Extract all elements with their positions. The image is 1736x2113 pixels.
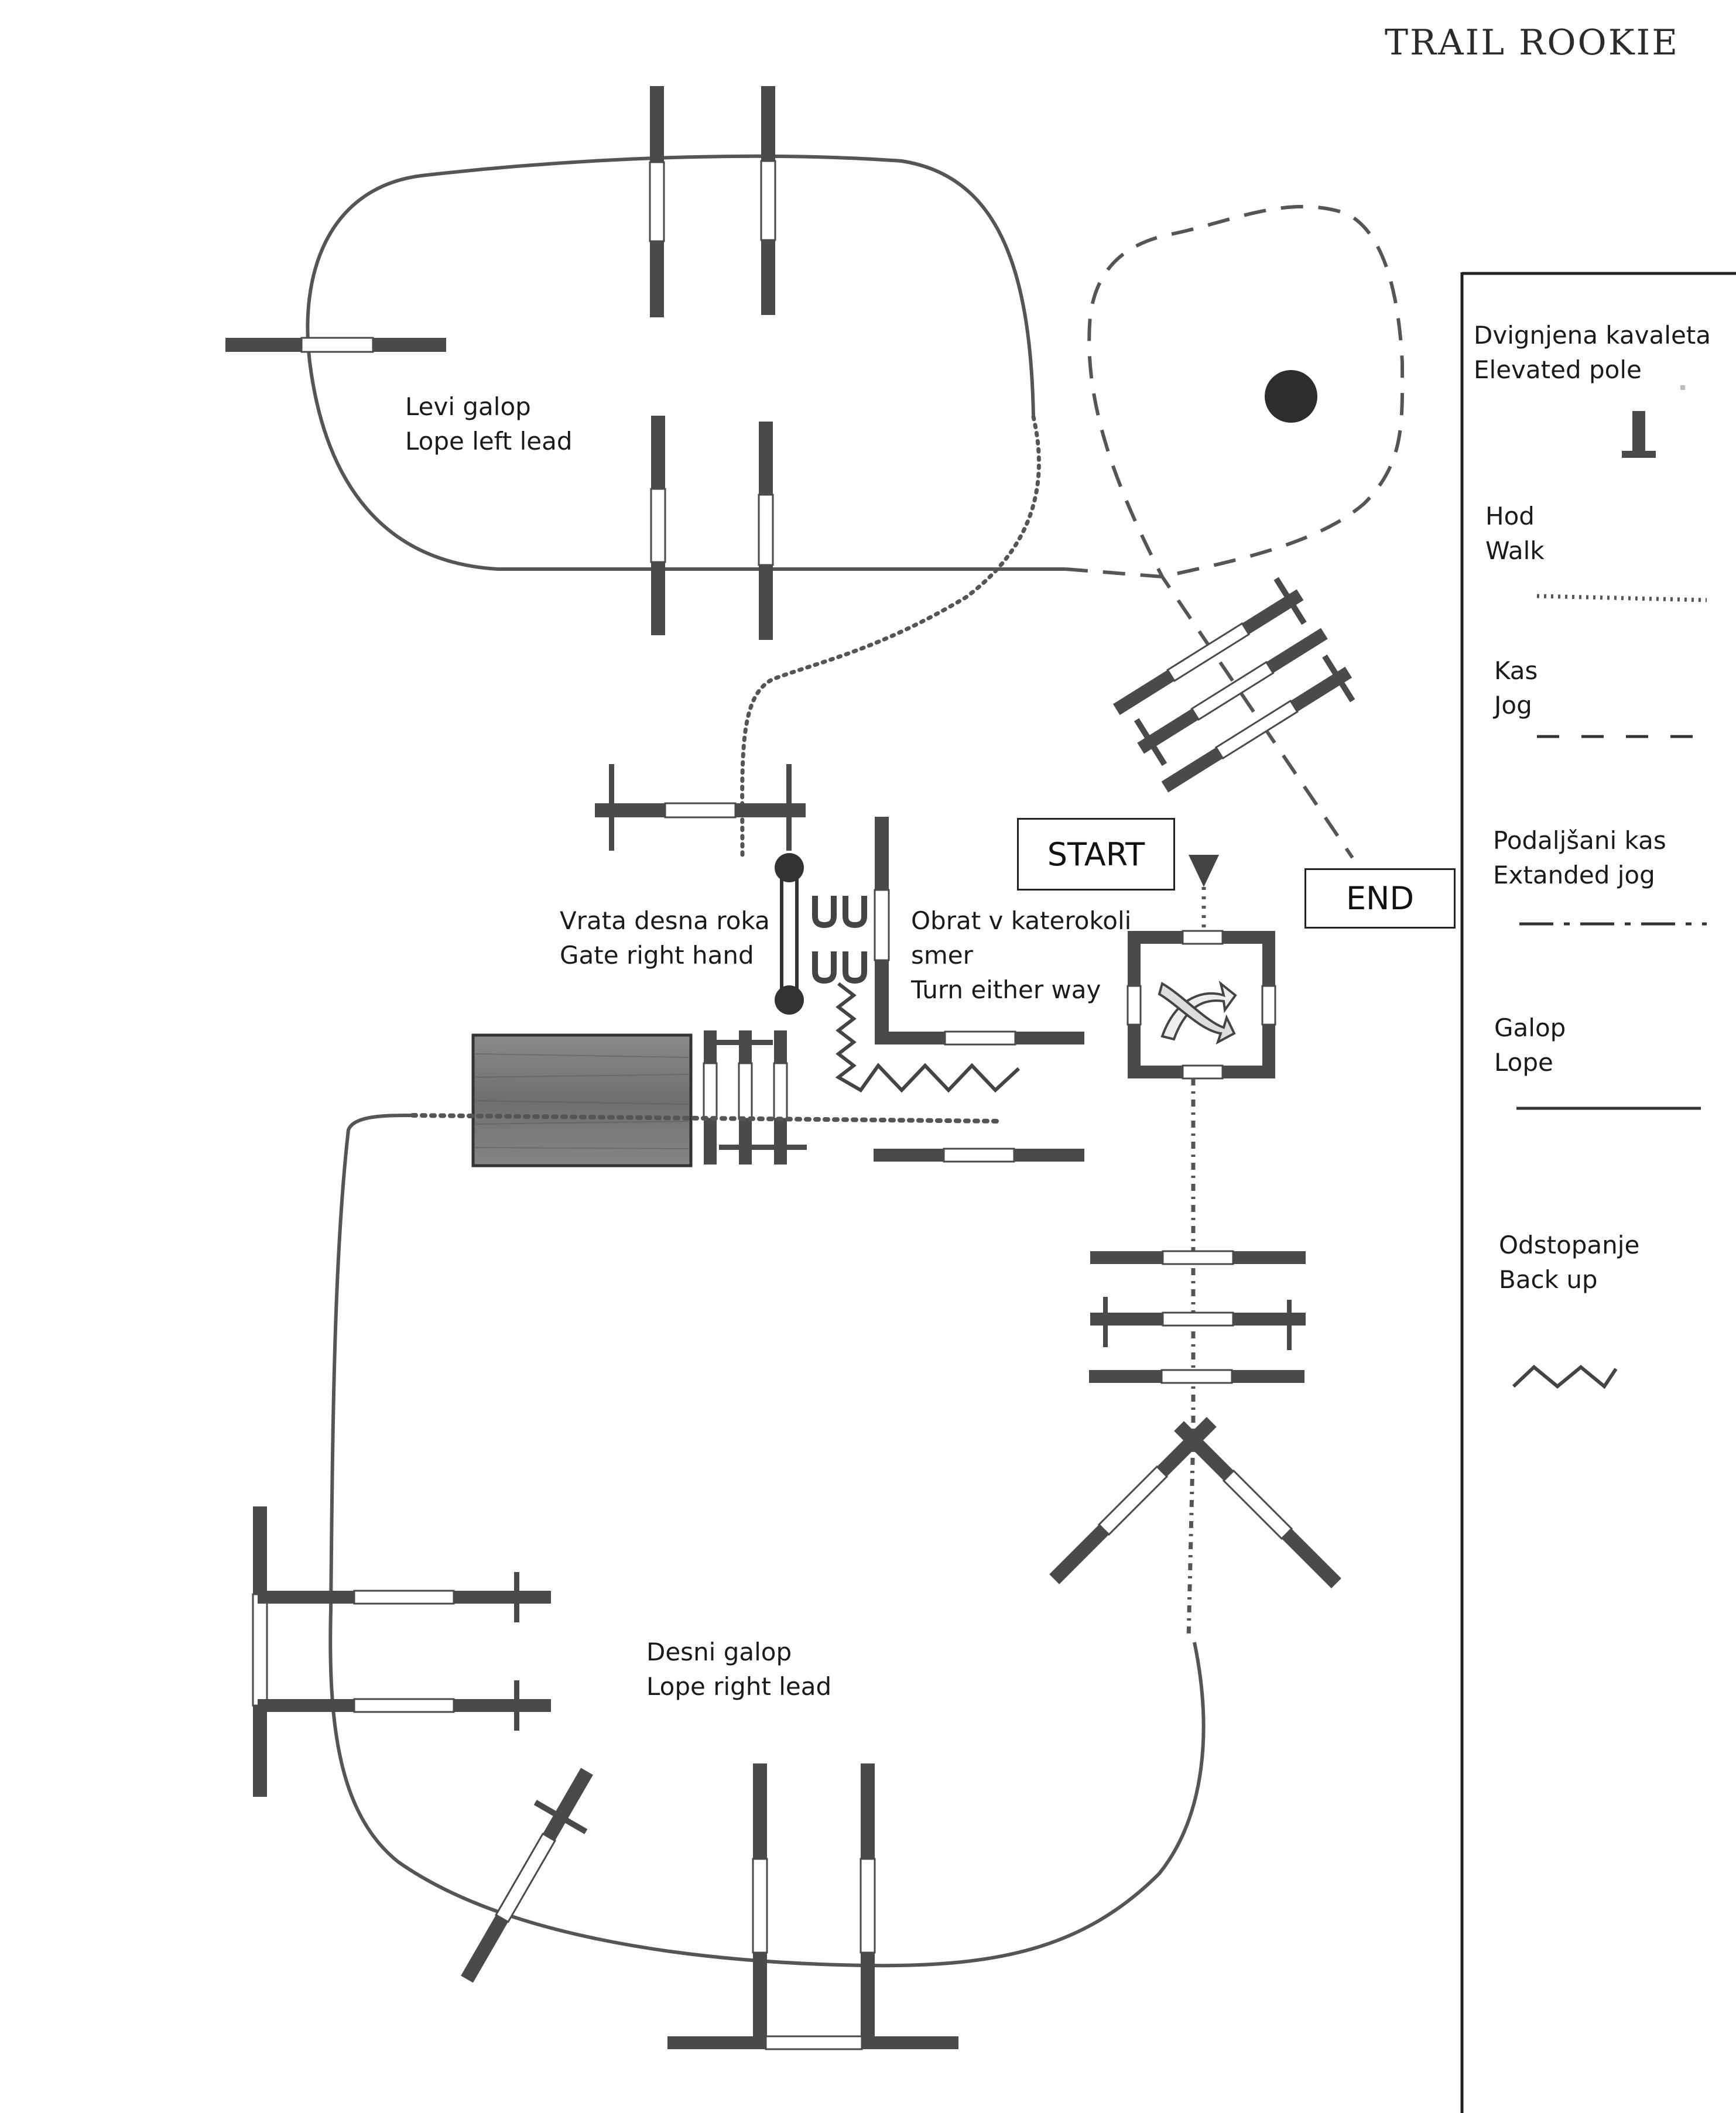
- diagonal-lower-pole: [461, 1768, 593, 1983]
- top-loop-poles: [225, 86, 776, 640]
- extended-jog-line: [1186, 1078, 1196, 1640]
- bridge-grain: [475, 1053, 689, 1149]
- bottom-poles: [667, 1763, 958, 2050]
- legend-extended-jog: Podaljšani kas Extanded jog: [1493, 826, 1666, 889]
- end-marker: END: [1304, 868, 1456, 929]
- lope-right-path: [328, 1114, 1206, 1968]
- diagonal-jog-poles: [1112, 577, 1355, 793]
- walk-path-top: [740, 415, 1041, 857]
- walk-path-bridge: [410, 1113, 1001, 1124]
- turn-l-poles: [874, 817, 1084, 1163]
- jog-path-loop: [1065, 204, 1405, 859]
- legend-jog: Kas Jog: [1494, 656, 1538, 720]
- lope-left-label: Levi galop Lope left lead: [405, 392, 573, 456]
- legend-panel-frame: [1460, 272, 1736, 2113]
- start-marker: START: [1017, 818, 1175, 891]
- lope-left-path: [306, 154, 1066, 571]
- lope-right-label: Desni galop Lope right lead: [646, 1638, 832, 1701]
- page-title: TRAIL ROOKIE: [1385, 22, 1680, 63]
- gate: [775, 853, 804, 1015]
- start-arrow: [1189, 855, 1219, 887]
- legend-elevated-pole: Dvignjena kavaleta Elevated pole: [1474, 321, 1711, 384]
- v-poles: [1049, 1417, 1341, 1588]
- legend-back-up: Odstopanje Back up: [1499, 1231, 1640, 1294]
- turn-box: [1126, 930, 1276, 1080]
- horseshoe-markers: [812, 896, 867, 984]
- backup-legend-zigzag: [1512, 1365, 1618, 1389]
- gate-label: Vrata desna roka Gate right hand: [560, 906, 770, 970]
- legend-walk: Hod Walk: [1485, 502, 1545, 565]
- elevated-pole-near-gate: [595, 764, 806, 851]
- legend-lope: Galop Lope: [1494, 1013, 1566, 1077]
- horizontal-poles-lower: [1089, 1250, 1306, 1384]
- backup-zigzag: [835, 982, 1021, 1093]
- lower-left-poles: [252, 1506, 551, 1797]
- walk-legend-line: [1536, 594, 1707, 602]
- elevated-pole-cluster: [703, 1030, 807, 1165]
- tree-marker: [1265, 370, 1317, 423]
- turn-label: Obrat v katerokoli smer Turn either way: [911, 906, 1132, 1004]
- elevated-pole-legend-icon: [1622, 385, 1685, 458]
